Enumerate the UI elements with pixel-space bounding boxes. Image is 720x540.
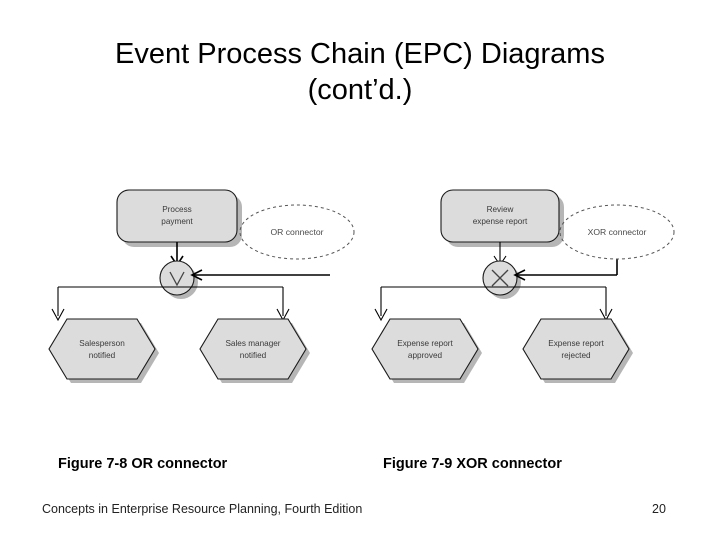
- salesperson-notified-fill: [49, 319, 155, 379]
- or-connector-circle-border: [159, 260, 195, 296]
- sales-manager-notified-label-line-2: notified: [240, 351, 267, 360]
- xor-connector-callout-label: XOR connector: [588, 227, 647, 237]
- epc-diagrams-svg: Process payment OR connector: [48, 189, 675, 383]
- figure-xor-connector: Review expense report: [371, 189, 675, 383]
- expense-report-approved-border: [371, 318, 479, 380]
- sales-manager-notified-label-line-1: Sales manager: [225, 339, 280, 348]
- xor-connector-x-symbol-stroke-2: [491, 269, 509, 287]
- arrowhead-or-to-salesperson: [51, 308, 65, 322]
- or-callout-pointer-arrowhead: [190, 269, 203, 281]
- or-connector-callout-ellipse: [239, 204, 355, 260]
- sales-manager-notified-fill: [200, 319, 306, 379]
- footer-source: Concepts in Enterprise Resource Planning…: [42, 502, 363, 516]
- page-title-line-2: (cont’d.): [307, 74, 413, 106]
- page-title-line-1: Event Process Chain (EPC) Diagrams: [115, 38, 605, 70]
- expense-report-rejected-label-line-1: Expense report: [548, 339, 604, 348]
- salesperson-notified-label-line-1: Salesperson: [79, 339, 125, 348]
- salesperson-notified-border: [48, 318, 156, 380]
- process-payment-box-fill: [117, 190, 237, 242]
- expense-report-rejected-border: [522, 318, 630, 380]
- sales-manager-notified-border: [199, 318, 307, 380]
- figure-caption-or: Figure 7-8 OR connector: [58, 456, 228, 472]
- expense-report-approved-label-line-2: approved: [408, 351, 443, 360]
- xor-connector-circle-border: [482, 260, 518, 296]
- xor-callout-pointer-arrowhead: [513, 269, 526, 281]
- expense-report-approved-fill: [372, 319, 478, 379]
- review-expense-report-label-line-2: expense report: [473, 217, 528, 226]
- salesperson-notified-label-line-2: notified: [89, 351, 116, 360]
- figure-or-connector: Process payment OR connector: [48, 189, 355, 383]
- or-connector-v-symbol: [169, 271, 185, 287]
- process-payment-label-line-2: payment: [161, 217, 193, 226]
- footer-page-number: 20: [652, 502, 666, 516]
- review-expense-report-label-line-1: Review: [487, 205, 514, 214]
- xor-connector-callout-ellipse: [559, 204, 675, 260]
- arrowhead-xor-to-approved: [374, 308, 388, 322]
- figure-caption-xor: Figure 7-9 XOR connector: [383, 456, 562, 472]
- or-connector-callout-label: OR connector: [270, 227, 323, 237]
- review-expense-report-box-fill: [441, 190, 559, 242]
- diagram-area: Process payment OR connector: [0, 170, 720, 410]
- process-payment-label-line-1: Process: [162, 205, 192, 214]
- expense-report-approved-label-line-1: Expense report: [397, 339, 453, 348]
- expense-report-rejected-label-line-2: rejected: [561, 351, 591, 360]
- expense-report-rejected-fill: [523, 319, 629, 379]
- page-title: Event Process Chain (EPC) Diagrams (cont…: [0, 36, 720, 108]
